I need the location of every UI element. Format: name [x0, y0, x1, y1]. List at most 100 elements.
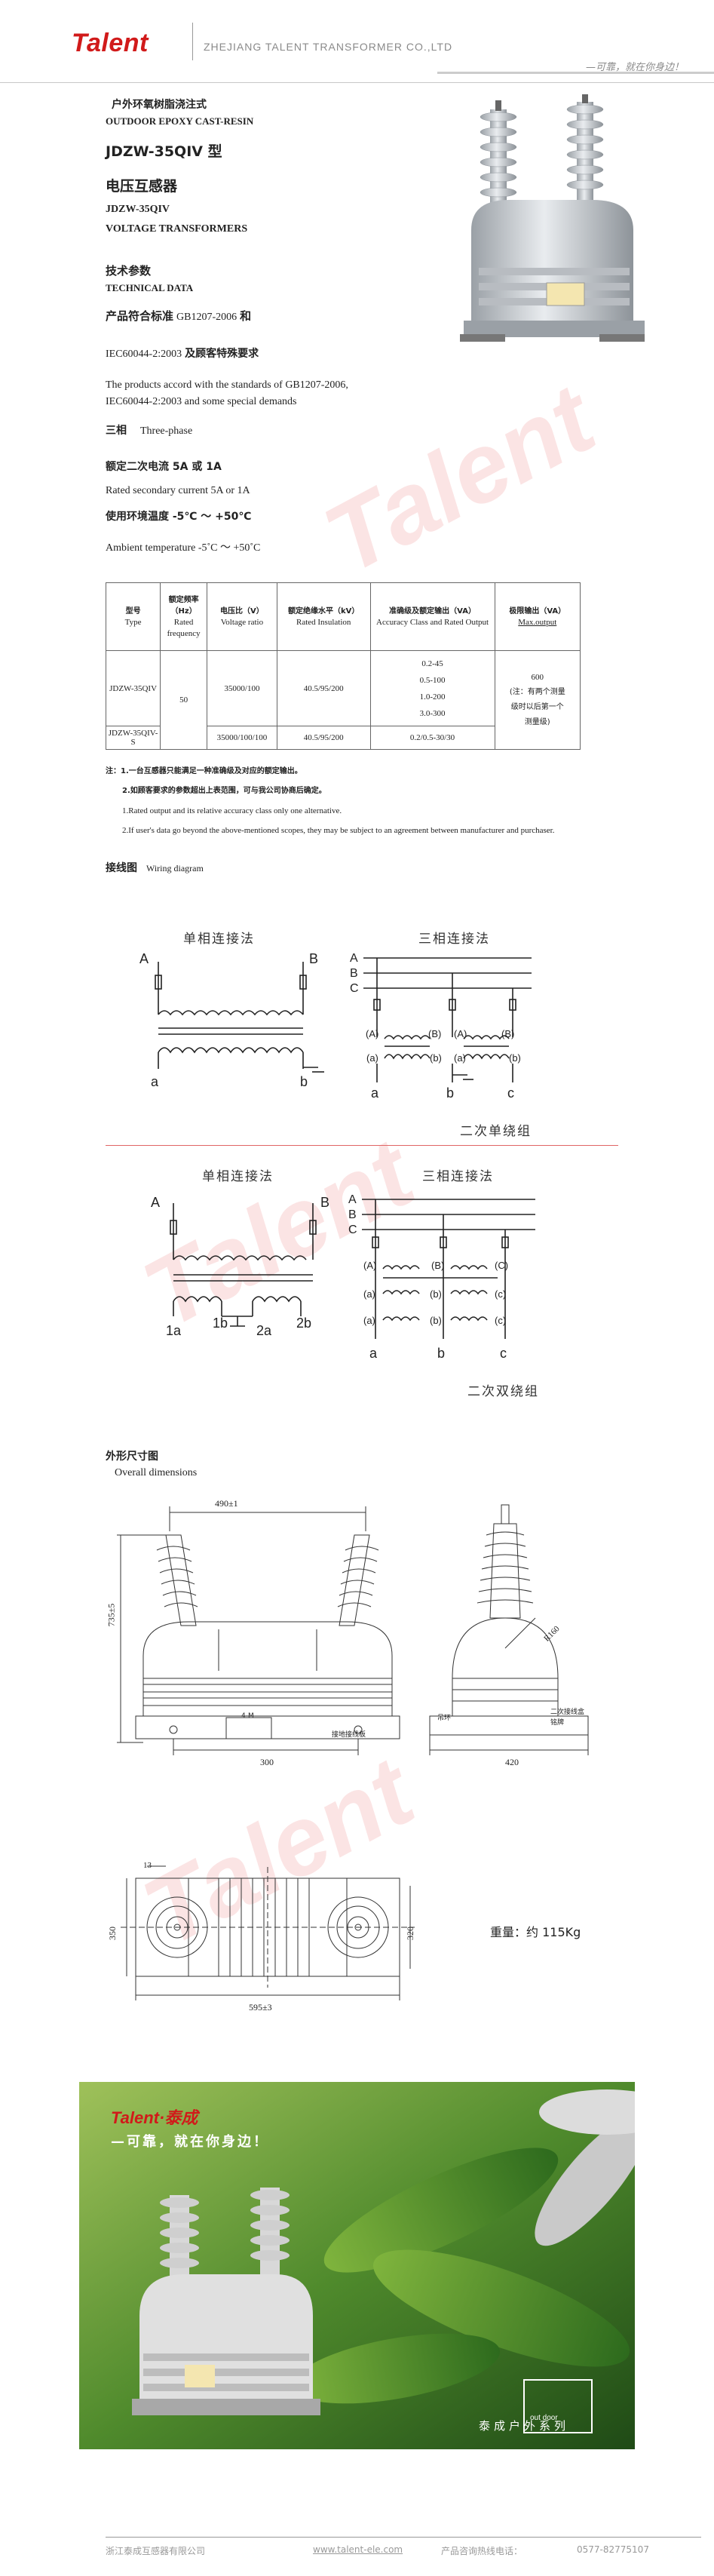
- footer-website[interactable]: www.talent-ele.com: [313, 2544, 403, 2555]
- svg-text:C: C: [350, 982, 359, 995]
- photo-slogan: —可靠，就在你身边！: [111, 2134, 269, 2150]
- model-cn: JDZW-35QIV 型: [106, 143, 222, 160]
- outdoor-badge: out door: [530, 2414, 558, 2422]
- company-name: ZHEJIANG TALENT TRANSFORMER CO.,LTD: [204, 41, 453, 53]
- cell-accuracy: 0.2-45 0.5-100 1.0-200 3.0-300: [369, 650, 495, 726]
- cell-insulation: 40.5/95/200: [276, 650, 371, 726]
- phase-line: 三相 Three-phase: [106, 422, 192, 440]
- dim-height: 735±5: [106, 1603, 117, 1627]
- dim-side-base: 420: [505, 1757, 519, 1767]
- header-slogan: —可靠，就在你身边！: [585, 62, 684, 73]
- cell-type: JDZW-35QIV-S: [105, 726, 161, 750]
- dims-title-cn: 外形尺寸图: [106, 1451, 158, 1463]
- brand-logo[interactable]: Talent: [72, 29, 149, 57]
- header: Talent ZHEJIANG TALENT TRANSFORMER CO.,L…: [0, 0, 714, 83]
- standard-value: GB1207-2006: [176, 312, 237, 323]
- svg-text:(b): (b): [430, 1052, 442, 1064]
- svg-text:(a): (a): [454, 1052, 466, 1064]
- footer-hotline: 0577-82775107: [577, 2544, 649, 2555]
- header-bar: [437, 72, 714, 74]
- svg-text:1a: 1a: [166, 1323, 182, 1338]
- single-phase-label-2: 单相连接法: [202, 1169, 274, 1184]
- svg-text:(C): (C): [495, 1260, 508, 1271]
- dim-plan-height: 350: [107, 1927, 118, 1940]
- footer-line: [106, 2537, 701, 2538]
- svg-text:(A): (A): [366, 1028, 378, 1039]
- col-accuracy: 准确级及额定输出（VA）Accuracy Class and Rated Out…: [369, 582, 495, 651]
- dim-base: 300: [260, 1757, 274, 1767]
- single-phase-label-1: 单相连接法: [183, 932, 255, 947]
- table-notes: 注：1.一台互感器只能满足一种准确级及对应的额定输出。 2.如顾客要求的参数超出…: [106, 762, 679, 840]
- watermark-logo: Talent: [307, 363, 611, 595]
- standard-iec: IEC60044-2:2003: [106, 348, 182, 360]
- note-2-en: 2.If user's data go beyond the above-men…: [122, 826, 555, 835]
- cell-type: JDZW-35QIV: [105, 650, 161, 726]
- svg-text:b: b: [300, 1074, 308, 1089]
- svg-text:(a): (a): [363, 1315, 375, 1326]
- svg-text:(b): (b): [430, 1315, 442, 1326]
- earth-plate-label: 接地接线板: [332, 1731, 366, 1739]
- svg-text:B: B: [348, 1208, 357, 1221]
- svg-text:B: B: [320, 1195, 329, 1210]
- group-double-winding: 二次双绕组: [467, 1384, 539, 1399]
- standard-and: 和: [240, 309, 252, 323]
- type-en: OUTDOOR EPOXY CAST-RESIN: [106, 115, 254, 127]
- standard-line-2: IEC60044-2:2003 及顾客特殊要求: [106, 345, 259, 363]
- group-single-winding: 二次单绕组: [460, 1124, 532, 1139]
- svg-text:2a: 2a: [256, 1323, 272, 1338]
- footer-company: 浙江泰成互感器有限公司: [106, 2546, 206, 2556]
- svg-text:C: C: [348, 1224, 357, 1236]
- note-1-en: 1.Rated output and its relative accuracy…: [122, 806, 342, 815]
- svg-text:(c): (c): [495, 1315, 506, 1326]
- lifting-ring-label: 吊环: [437, 1715, 452, 1722]
- dim-plan-width: 595±3: [249, 2002, 272, 2013]
- svg-text:A: A: [151, 1195, 160, 1210]
- standard-special: 及顾客特殊要求: [185, 348, 259, 360]
- tech-title-cn: 技术参数: [106, 264, 152, 278]
- wiring-title-cn: 接线图: [106, 862, 137, 874]
- svg-text:A: A: [350, 952, 358, 965]
- cell-insulation: 40.5/95/200: [276, 726, 371, 750]
- svg-text:(a): (a): [366, 1052, 378, 1064]
- promo-photo: Talent·泰成 —可靠，就在你身边！ 泰成户外系列 out door: [79, 2082, 635, 2449]
- secondary-current-en: Rated secondary current 5A or 1A: [106, 485, 250, 496]
- svg-text:2b: 2b: [296, 1316, 311, 1331]
- dim-width-top: 490±1: [215, 1498, 238, 1509]
- standard-en-1: The products accord with the standards o…: [106, 379, 348, 391]
- col-voltage-ratio: 电压比（V）Voltage ratio: [207, 582, 277, 651]
- weight: 重量：约 115Kg: [490, 1925, 581, 1939]
- col-insulation: 额定绝缘水平（kV）Rated Insulation: [276, 582, 371, 651]
- product-name-cn: 电压互感器: [106, 178, 178, 195]
- phase-cn: 三相: [106, 425, 127, 437]
- model-en: JDZW-35QIV: [106, 204, 170, 215]
- svg-text:c: c: [500, 1346, 507, 1361]
- col-max-output: 极限输出（VA）Max.output: [494, 582, 581, 651]
- svg-text:a: a: [151, 1074, 159, 1089]
- cell-ratio: 35000/100: [207, 650, 277, 726]
- standard-line: 产品符合标准 GB1207-2006 和: [106, 308, 251, 326]
- ambient-temp-en: Ambient temperature -5˚C ～ +50˚C: [106, 542, 261, 554]
- svg-text:a: a: [371, 1085, 379, 1101]
- table-row: JDZW-35QIV-S 35000/100/100 40.5/95/200 0…: [105, 726, 581, 750]
- svg-text:(B): (B): [428, 1028, 441, 1039]
- wiring-title: 接线图 Wiring diagram: [106, 860, 204, 875]
- header-divider: [192, 23, 193, 60]
- cell-ratio: 35000/100/100: [207, 726, 277, 750]
- wiring-title-en: Wiring diagram: [146, 863, 204, 874]
- secondary-current-cn: 额定二次电流 5A 或 1A: [106, 461, 222, 473]
- front-side-drawing: [117, 1504, 589, 1755]
- wiring-diagram-single-winding: A B a b A B C: [139, 951, 532, 1101]
- note-2-cn: 2.如顾客要求的参数超出上表范围，可与我公司协商后确定。: [122, 787, 326, 795]
- type-cn: 户外环氧树脂浇注式: [112, 99, 207, 111]
- svg-text:(A): (A): [454, 1028, 467, 1039]
- plan-view-drawing: [121, 1865, 415, 2000]
- svg-text:B: B: [350, 967, 358, 980]
- svg-text:(A): (A): [363, 1260, 376, 1271]
- standard-label: 产品符合标准: [106, 309, 174, 323]
- svg-text:1b: 1b: [213, 1316, 228, 1331]
- photo-logo: Talent·泰成: [111, 2108, 198, 2127]
- svg-text:(a): (a): [363, 1288, 375, 1300]
- three-phase-label-2: 三相连接法: [422, 1169, 494, 1184]
